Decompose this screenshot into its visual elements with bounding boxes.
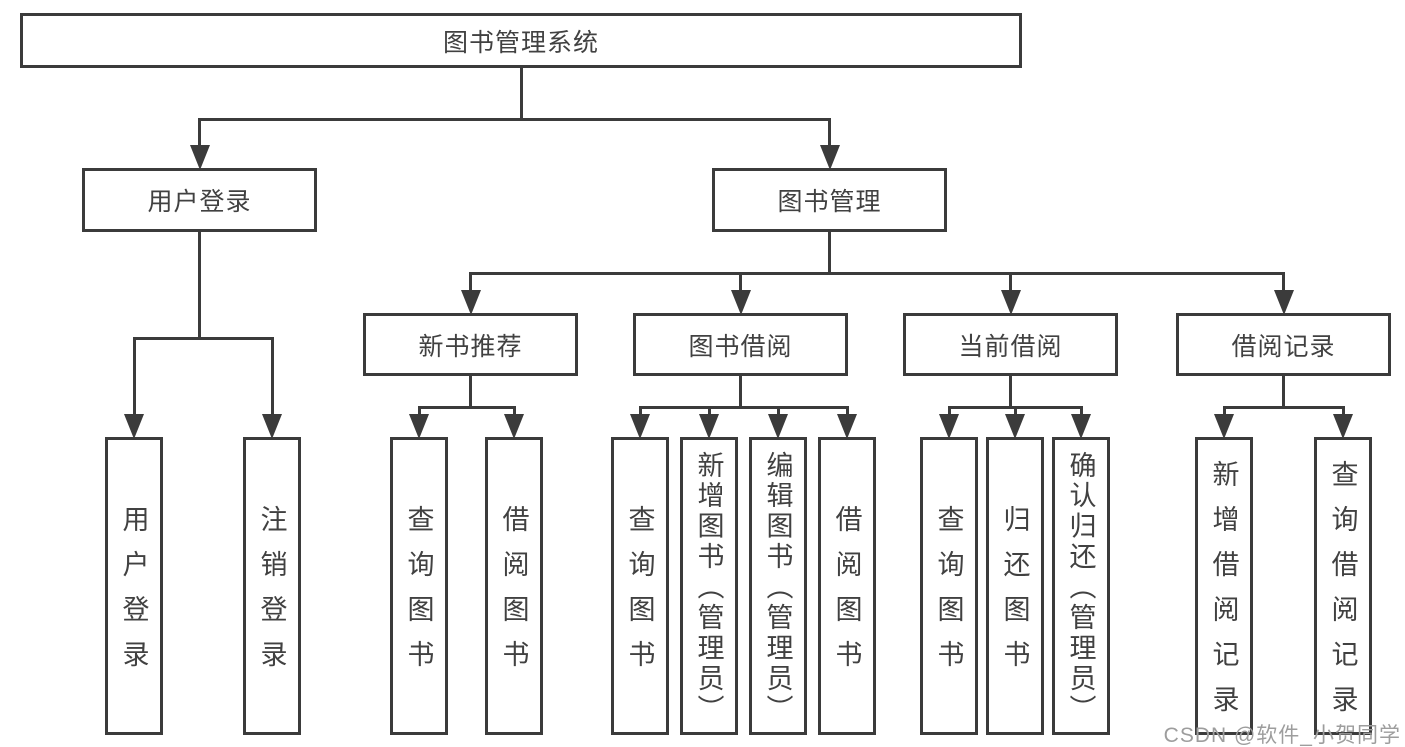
arrowhead-icon (1273, 290, 1294, 315)
leaf-logout: 注销登录 (243, 437, 301, 735)
arrowhead-icon (939, 414, 959, 439)
connector-line (845, 406, 849, 418)
arrowhead-icon (460, 290, 481, 315)
arrowhead-icon (819, 145, 840, 170)
leaf-user-login: 用户登录 (105, 437, 163, 735)
node-new-book-recommendation: 新书推荐 (363, 313, 578, 376)
connector-line (638, 406, 642, 418)
arrowhead-icon (124, 414, 144, 439)
leaf-confirm-return-admin-label: 确认归还（管理员） (1065, 450, 1096, 725)
node-book-management: 图书管理 (712, 168, 947, 232)
connector-line (132, 337, 274, 340)
leaf-borrow-books-borrowing: 借阅图书 (818, 437, 876, 735)
arrowhead-icon (699, 414, 719, 439)
leaf-add-borrow-record-label: 新增借阅记录 (1208, 460, 1239, 730)
node-current-borrowing: 当前借阅 (903, 313, 1118, 376)
arrowhead-icon (409, 414, 429, 439)
leaf-query-borrow-record-label: 查询借阅记录 (1327, 460, 1358, 730)
leaf-query-books-borrowing: 查询图书 (611, 437, 669, 735)
connector-line (417, 406, 421, 418)
connector-line (417, 406, 516, 409)
node-borrowing-records-label: 借阅记录 (1231, 332, 1336, 361)
connector-line (1013, 406, 1017, 418)
leaf-add-books-admin: 新增图书（管理员） (680, 437, 738, 735)
connector-line (132, 337, 136, 418)
connector-line (1282, 376, 1285, 409)
leaf-user-login-label: 用户登录 (118, 505, 149, 685)
arrowhead-icon (1000, 290, 1021, 315)
node-user-login: 用户登录 (82, 168, 317, 232)
arrowhead-icon (262, 414, 282, 439)
arrowhead-icon (189, 145, 210, 170)
leaf-query-books-recommend-label: 查询图书 (403, 505, 434, 685)
leaf-query-books-current-label: 查询图书 (933, 505, 964, 685)
connector-line (828, 232, 831, 275)
arrowhead-icon (768, 414, 788, 439)
node-book-borrowing-label: 图书借阅 (688, 332, 793, 361)
leaf-query-books-borrowing-label: 查询图书 (624, 505, 655, 685)
leaf-edit-books-admin-label: 编辑图书（管理员） (762, 450, 793, 725)
node-library-system-label: 图书管理系统 (442, 28, 599, 57)
connector-line (1009, 272, 1012, 294)
connector-line (947, 406, 951, 418)
connector-line (469, 272, 472, 294)
connector-line (1079, 406, 1083, 418)
connector-line (198, 232, 201, 340)
connector-line (469, 376, 472, 409)
connector-line (270, 337, 274, 418)
leaf-edit-books-admin: 编辑图书（管理员） (749, 437, 807, 735)
connector-line (1222, 406, 1226, 418)
leaf-borrow-books-recommend-label: 借阅图书 (498, 505, 529, 685)
connector-line (198, 118, 831, 121)
connector-line (1222, 406, 1345, 409)
connector-line (198, 118, 201, 149)
leaf-return-books: 归还图书 (986, 437, 1044, 735)
node-new-book-recommendation-label: 新书推荐 (418, 332, 523, 361)
node-book-management-label: 图书管理 (777, 188, 882, 216)
leaf-borrow-books-recommend: 借阅图书 (485, 437, 543, 735)
arrowhead-icon (1071, 414, 1091, 439)
connector-line (469, 272, 1285, 275)
csdn-watermark: CSDN @软件_小贺同学 (1163, 724, 1401, 747)
leaf-query-borrow-record: 查询借阅记录 (1314, 437, 1372, 735)
connector-line (1009, 376, 1012, 409)
node-borrowing-records: 借阅记录 (1176, 313, 1391, 376)
connector-line (707, 406, 711, 418)
connector-line (519, 68, 523, 121)
connector-line (512, 406, 516, 418)
leaf-confirm-return-admin: 确认归还（管理员） (1052, 437, 1110, 735)
connector-line (828, 118, 831, 149)
leaf-add-borrow-record: 新增借阅记录 (1195, 437, 1253, 735)
leaf-query-books-recommend: 查询图书 (390, 437, 448, 735)
connector-line (739, 376, 742, 409)
leaf-add-books-admin-label: 新增图书（管理员） (693, 450, 724, 725)
leaf-return-books-label: 归还图书 (999, 505, 1030, 685)
arrowhead-icon (1005, 414, 1025, 439)
leaf-logout-label: 注销登录 (256, 505, 287, 685)
connector-line (1341, 406, 1345, 418)
leaf-query-books-current: 查询图书 (920, 437, 978, 735)
arrowhead-icon (1214, 414, 1234, 439)
connector-line (776, 406, 780, 418)
connector-line (1282, 272, 1285, 294)
connector-line (638, 406, 849, 409)
node-user-login-label: 用户登录 (147, 188, 252, 216)
node-current-borrowing-label: 当前借阅 (958, 332, 1063, 361)
node-library-system: 图书管理系统 (20, 13, 1022, 68)
leaf-borrow-books-borrowing-label: 借阅图书 (831, 505, 862, 685)
connector-line (739, 272, 742, 294)
arrowhead-icon (504, 414, 524, 439)
node-book-borrowing: 图书借阅 (633, 313, 848, 376)
arrowhead-icon (837, 414, 857, 439)
arrowhead-icon (1333, 414, 1353, 439)
arrowhead-icon (730, 290, 751, 315)
arrowhead-icon (630, 414, 650, 439)
